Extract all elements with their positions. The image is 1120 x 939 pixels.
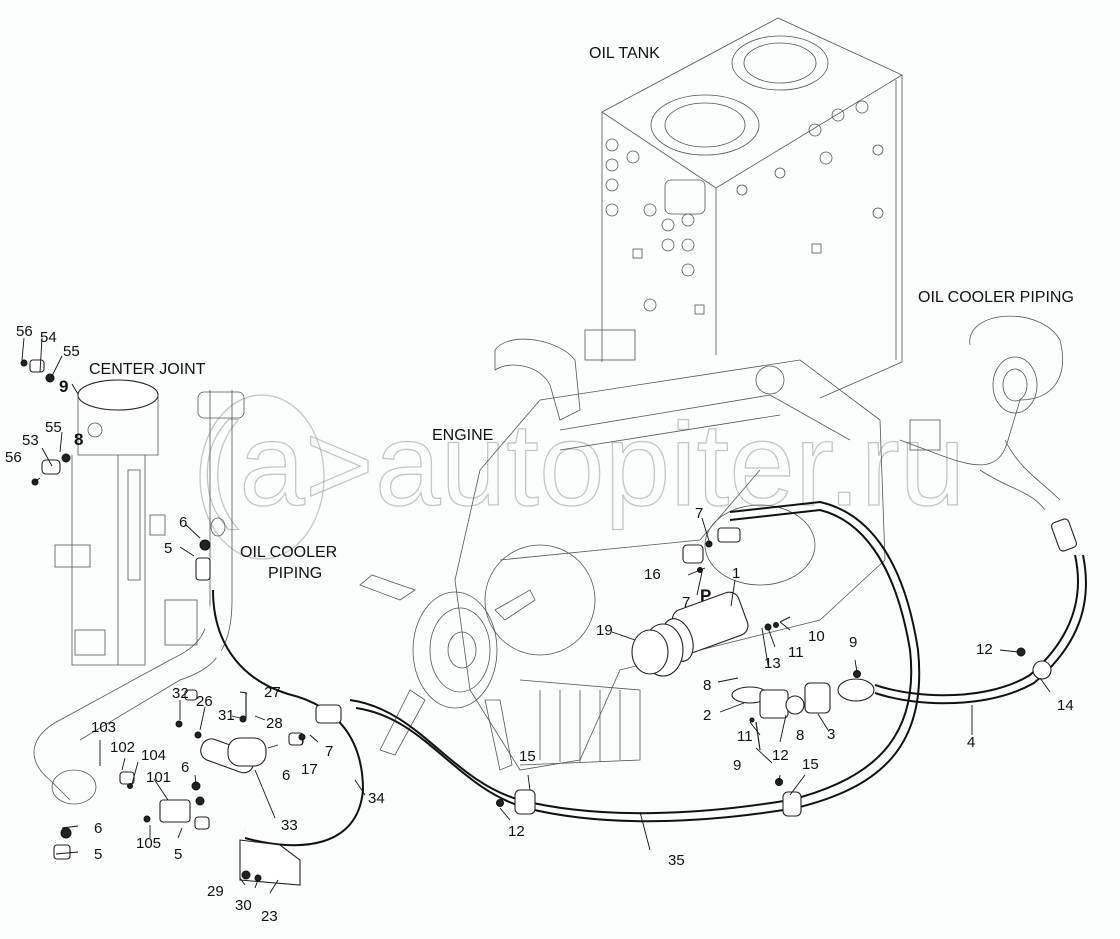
callout-9: 9 (733, 757, 741, 774)
callout-7: 7 (695, 505, 703, 522)
callout-54: 54 (40, 329, 57, 346)
callout-5: 5 (94, 846, 102, 863)
section-labels: OIL TANK OIL COOLER PIPING CENTER JOINT … (89, 45, 1074, 605)
label-oil-tank: OIL TANK (589, 45, 660, 62)
callout-28: 28 (266, 715, 283, 732)
components (20, 359, 1078, 886)
watermark: (a> autopiter.ru (199, 394, 966, 560)
callout-8: 8 (74, 430, 83, 449)
watermark-logo: (a> (200, 399, 374, 531)
callout-33: 33 (281, 817, 298, 834)
label-oil-cooler-left-line1: OIL COOLER (240, 544, 337, 561)
callout-6: 6 (181, 759, 189, 776)
callout-101: 101 (146, 769, 171, 786)
callout-1: 1 (732, 565, 740, 582)
gasket-19 (631, 629, 669, 675)
callout-5: 5 (174, 846, 182, 863)
callout-15: 15 (802, 756, 819, 773)
callouts: 56 54 55 9 55 53 8 56 6 5 32 26 27 31 28… (5, 323, 1074, 925)
callout-11: 11 (737, 728, 753, 745)
callout-104: 104 (141, 747, 166, 764)
hose-35 (349, 508, 913, 815)
callout-29: 29 (207, 883, 224, 900)
callout-30: 30 (235, 897, 252, 914)
callout-53: 53 (22, 432, 39, 449)
callout-34: 34 (368, 790, 385, 807)
callout-2: 2 (703, 707, 711, 724)
callout-10: 10 (808, 628, 825, 645)
callout-26: 26 (196, 693, 213, 710)
callout-32: 32 (172, 685, 189, 702)
callout-8: 8 (796, 727, 804, 744)
callout-7: 7 (682, 594, 690, 611)
callout-4: 4 (967, 734, 975, 751)
callout-14: 14 (1057, 697, 1074, 714)
callout-35: 35 (668, 852, 685, 869)
callout-31: 31 (218, 707, 235, 724)
callout-5: 5 (164, 540, 172, 557)
oil-cooler-piping-right-drawing (899, 315, 1063, 511)
callout-17: 17 (301, 761, 318, 778)
hose-4 (874, 554, 1079, 697)
callout-7: 7 (325, 743, 333, 760)
callout-19: 19 (596, 622, 613, 639)
oil-tank-drawing (601, 17, 903, 399)
callout-102: 102 (110, 739, 135, 756)
callout-12: 12 (772, 747, 789, 764)
callout-3: 3 (827, 726, 835, 743)
callout-6: 6 (179, 514, 187, 531)
callout-56: 56 (5, 449, 22, 466)
callout-13: 13 (764, 655, 781, 672)
label-center-joint: CENTER JOINT (89, 361, 206, 378)
engine-drawing (359, 329, 886, 771)
callout-6: 6 (94, 820, 102, 837)
callout-105: 105 (136, 835, 161, 852)
callout-numbers: 56 54 55 9 55 53 8 56 6 5 32 26 27 31 28… (5, 323, 1074, 925)
callout-6: 6 (282, 767, 290, 784)
center-joint-drawing (54, 379, 166, 666)
label-oil-cooler-piping-right: OIL COOLER PIPING (918, 289, 1074, 306)
label-oil-cooler-left-line2: PIPING (268, 565, 322, 582)
callout-12: 12 (976, 641, 993, 658)
callout-11: 11 (788, 644, 804, 661)
callout-55: 55 (63, 343, 80, 360)
watermark-logo-ring (199, 394, 325, 560)
callout-9: 9 (849, 634, 857, 651)
callout-9: 9 (59, 377, 68, 396)
label-engine: ENGINE (432, 427, 493, 444)
callout-12: 12 (508, 823, 525, 840)
callout-55: 55 (45, 419, 62, 436)
cooling-fan (359, 574, 536, 771)
watermark-text: autopiter.ru (375, 399, 965, 531)
callout-15: 15 (519, 748, 536, 765)
callout-8: 8 (703, 677, 711, 694)
port-marker-p: P (700, 586, 711, 605)
callout-16: 16 (644, 566, 661, 583)
callout-56: 56 (16, 323, 33, 340)
callout-27: 27 (264, 684, 281, 701)
callout-23: 23 (261, 908, 278, 925)
callout-103: 103 (91, 719, 116, 736)
